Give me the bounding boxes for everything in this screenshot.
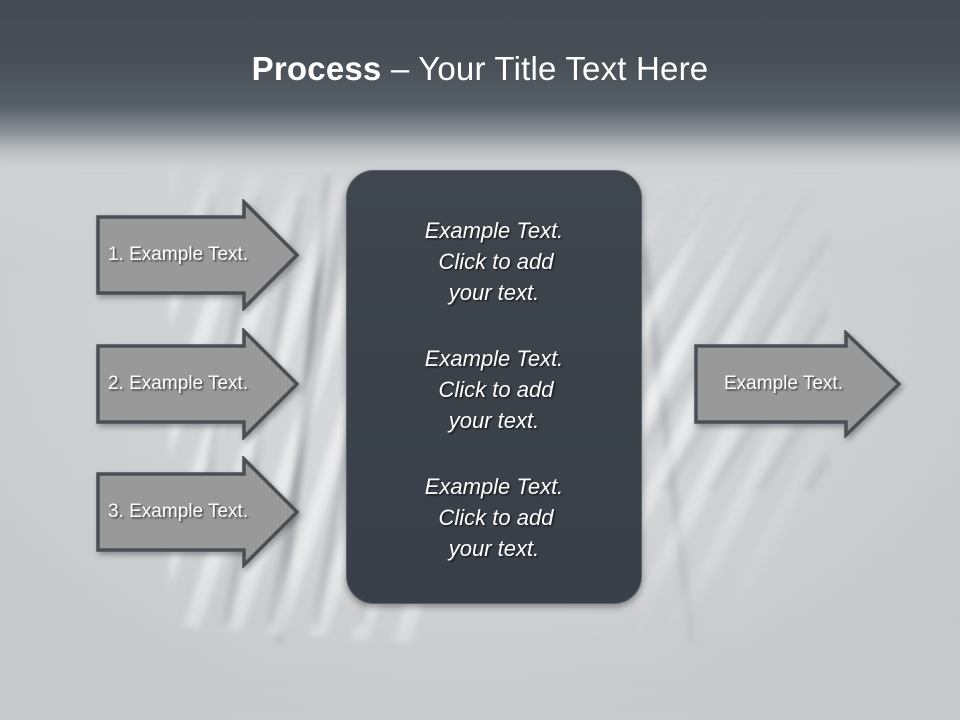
panel-block-1-line-3: your text. bbox=[448, 279, 540, 305]
panel-block-2-line-3: your text. bbox=[448, 407, 540, 433]
panel-block-3-line-1: Example Text. bbox=[424, 473, 564, 499]
page-title: Process – Your Title Text Here bbox=[0, 50, 960, 88]
right-arrow-icon bbox=[96, 199, 300, 311]
panel-text-block-3[interactable]: Example Text. Click to add your text. bbox=[365, 471, 623, 564]
process-content-panel[interactable]: Example Text. Click to add your text. Ex… bbox=[346, 170, 642, 604]
input-arrow-step-1[interactable]: 1. Example Text. bbox=[96, 199, 300, 311]
panel-block-1-line-1: Example Text. bbox=[424, 217, 564, 243]
title-separator: – bbox=[381, 50, 419, 87]
title-regular-part: Your Title Text Here bbox=[418, 50, 709, 87]
panel-block-3-line-3: your text. bbox=[448, 535, 540, 561]
panel-block-2-line-2: Click to add bbox=[438, 376, 554, 402]
input-arrow-step-3[interactable]: 3. Example Text. bbox=[96, 456, 300, 568]
panel-text-block-2[interactable]: Example Text. Click to add your text. bbox=[365, 343, 623, 436]
output-arrow-label: Example Text. bbox=[724, 373, 843, 394]
panel-block-2-line-1: Example Text. bbox=[424, 345, 564, 371]
panel-block-3-line-2: Click to add bbox=[438, 504, 554, 530]
right-arrow-icon bbox=[96, 456, 300, 568]
input-arrow-step-1-label: 1. Example Text. bbox=[108, 244, 249, 265]
title-bold-part: Process bbox=[251, 50, 382, 87]
output-arrow[interactable]: Example Text. bbox=[694, 330, 902, 438]
input-arrow-step-2[interactable]: 2. Example Text. bbox=[96, 328, 300, 440]
right-arrow-icon bbox=[96, 328, 300, 440]
header-band bbox=[0, 0, 960, 170]
input-arrow-step-3-label: 3. Example Text. bbox=[108, 501, 249, 522]
panel-text-block-1[interactable]: Example Text. Click to add your text. bbox=[365, 215, 623, 308]
right-arrow-icon bbox=[694, 330, 902, 438]
input-arrow-step-2-label: 2. Example Text. bbox=[108, 373, 249, 394]
panel-block-1-line-2: Click to add bbox=[438, 248, 554, 274]
